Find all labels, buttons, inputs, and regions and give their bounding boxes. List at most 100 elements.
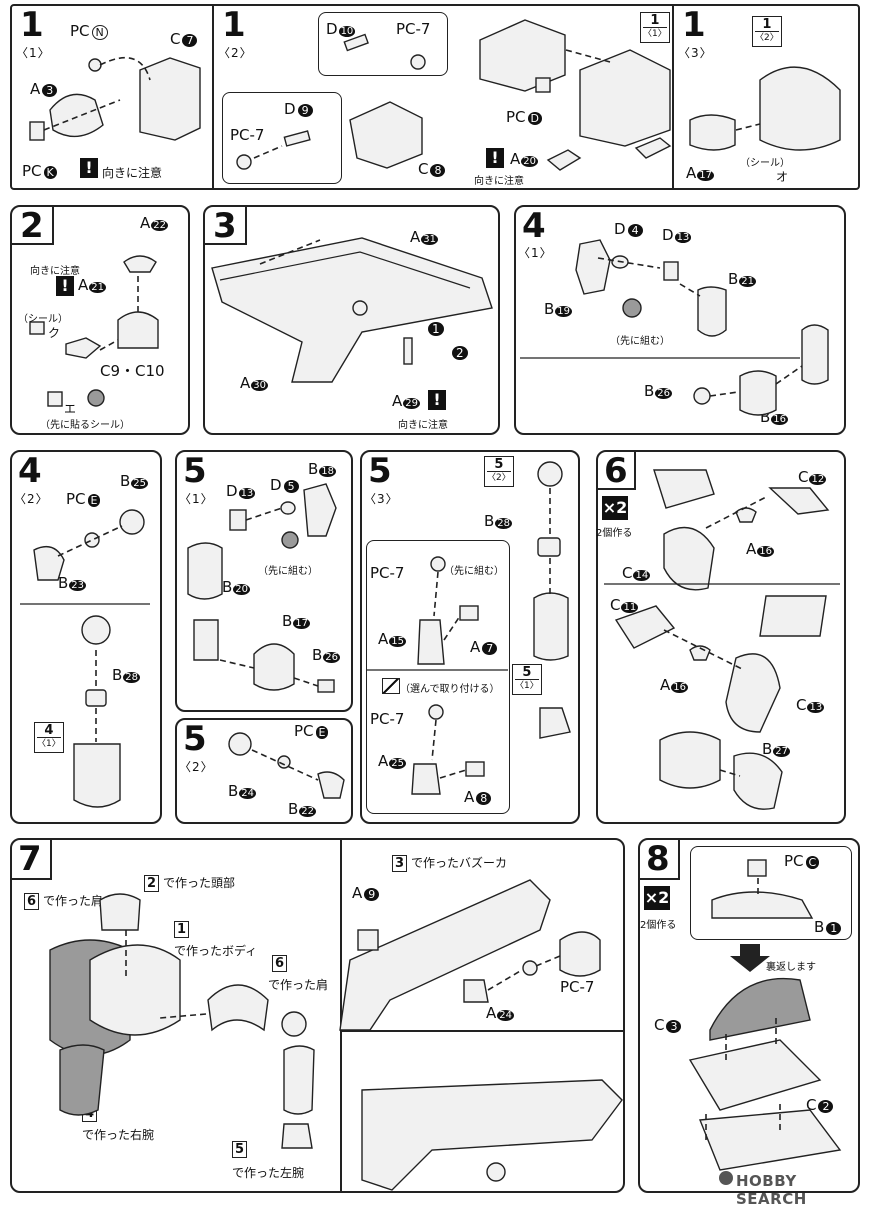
chest-part-icon <box>579 49 671 147</box>
make-two-text: 2個作る <box>596 528 633 539</box>
joint-icon <box>317 679 335 693</box>
bazooka-assembled-icon <box>361 1079 623 1191</box>
joint-icon <box>663 261 679 281</box>
joint-icon <box>343 33 369 52</box>
part-icon <box>634 137 672 159</box>
step-ref-box: 5〈2〉 <box>484 456 514 487</box>
seal-mark: エ <box>64 402 77 416</box>
substep-label: 〈2〉 <box>179 760 214 774</box>
caution-icon: ! <box>80 158 98 178</box>
step-number: 1 <box>20 5 44 45</box>
substep-label: 〈1〉 <box>16 46 51 60</box>
step-ref-6b: 6 <box>272 952 288 972</box>
step-4-1-panel <box>514 205 846 435</box>
substep-label: 〈1〉 <box>518 246 553 260</box>
polycap-icon <box>84 532 100 548</box>
hand-part-icon <box>486 1162 506 1182</box>
polycap-icon <box>535 77 551 93</box>
step-number: 5 <box>183 451 207 491</box>
step-number: 6 <box>604 451 628 491</box>
hand-part-icon <box>539 707 571 739</box>
head-part-icon <box>123 255 157 273</box>
joint-icon <box>280 501 296 515</box>
times-two-badge: ×2 <box>644 886 670 910</box>
order-number-2: 2 <box>452 346 468 360</box>
substep-label: 〈3〉 <box>678 46 713 60</box>
order-number-1: 1 <box>428 322 444 336</box>
body-part-icon <box>139 57 201 141</box>
step-ref-text: で作った左腕 <box>232 1166 305 1180</box>
step-number: 1 <box>682 5 706 45</box>
part-label-pc7: PC-7 <box>370 564 405 582</box>
step-number: 8 <box>646 839 670 879</box>
torso-part-icon <box>89 944 181 1036</box>
step-number: 2 <box>20 206 44 246</box>
hand-part-icon <box>463 979 489 1003</box>
choose-text: （選んで取り付ける） <box>400 684 500 695</box>
callout-box <box>318 12 448 76</box>
substep-label: 〈3〉 <box>364 492 399 506</box>
arm-part-icon <box>253 643 295 691</box>
hand-part-icon <box>303 483 337 537</box>
caution-text: 向きに注意 <box>102 166 163 180</box>
divider <box>212 4 214 190</box>
arm-part-icon <box>697 286 727 337</box>
down-arrow-icon <box>730 944 770 972</box>
shoulder-armor-icon <box>768 487 830 515</box>
sight-part-icon <box>352 300 368 316</box>
body-part-icon <box>479 19 566 92</box>
joint-icon <box>281 1011 307 1037</box>
callout-box <box>366 540 510 814</box>
seal-label: （シール） <box>740 158 790 169</box>
arm-part-icon <box>801 324 829 385</box>
caution-text: 向きに注意 <box>398 420 448 431</box>
joint-icon <box>689 645 711 661</box>
step-number: 4 <box>18 451 42 491</box>
step-ref-text: で作った肩 <box>268 978 329 992</box>
step-number: 4 <box>522 206 546 246</box>
joint-icon <box>735 507 757 523</box>
substep-label: 〈2〉 <box>218 46 253 60</box>
step-ref-box: 5〈1〉 <box>512 664 542 695</box>
caution-icon: ! <box>486 148 504 168</box>
collar-part-icon <box>49 93 104 138</box>
note-text: （先に組む） <box>610 336 670 347</box>
polycap-icon <box>277 755 291 769</box>
step-number: 1 <box>222 5 246 45</box>
seal-icon <box>622 298 642 318</box>
seal-icon <box>29 321 45 335</box>
polycap-icon <box>29 121 45 141</box>
joint-icon <box>229 509 247 531</box>
hand-part-icon <box>417 619 445 665</box>
arm-part-icon <box>187 542 223 600</box>
callout-box <box>222 92 342 184</box>
arm-part-icon <box>575 239 611 295</box>
torso-part-icon <box>759 66 841 151</box>
shoulder-armor-icon <box>614 605 676 649</box>
hand-part-icon <box>411 763 441 795</box>
caution-icon: ! <box>56 276 74 296</box>
step-ref-1: 1 <box>174 918 190 938</box>
